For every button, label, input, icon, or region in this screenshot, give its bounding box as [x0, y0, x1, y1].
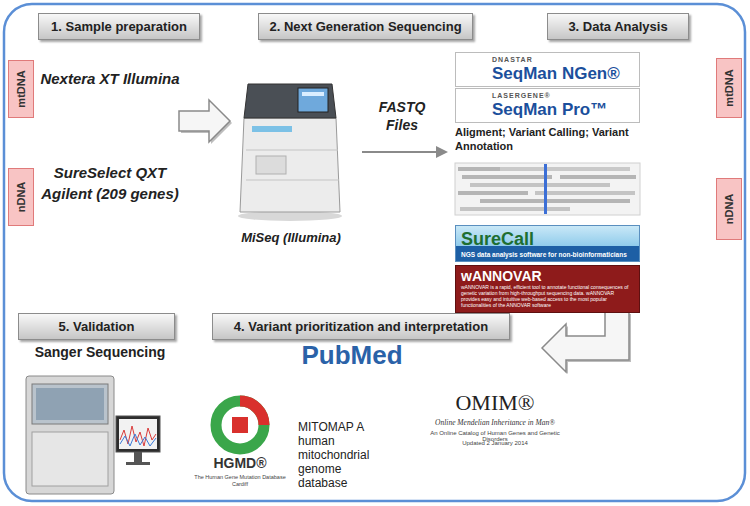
sanger-sequencer-illustration-part [32, 384, 108, 424]
sanger-sequencer-illustration-part [26, 376, 114, 494]
sequencer-illustration-part [302, 92, 324, 96]
hgmd-logo-part [216, 401, 264, 449]
sequencer-illustration-part [256, 156, 286, 174]
instrument-name: MiSeq (Illumina) [226, 230, 356, 245]
sequencer-illustration-part [246, 150, 338, 151]
box-label: 3. Data Analysis [568, 19, 667, 34]
alignment-view-part [500, 167, 630, 171]
step-header: 3. Data Analysis [547, 13, 689, 40]
database-name: MITOMAP A human mitochondrial genome dat… [298, 420, 394, 490]
alignment-view-part [460, 207, 570, 211]
block-arrow [179, 100, 232, 144]
box-body: SeqMan Pro™ [492, 100, 607, 120]
box-label: nDNA [15, 182, 27, 213]
bent-block-arrow-part [542, 312, 629, 372]
box-label: 5. Validation [59, 319, 135, 334]
sanger-sequencer-illustration [26, 376, 160, 494]
software-logo: DNASTARSeqMan NGen® [455, 52, 640, 87]
sanger-sequencer-illustration-part [126, 462, 150, 465]
sequencer-illustration-part [252, 126, 292, 132]
box-label: nDNA [723, 194, 735, 225]
database-logo-text: PubMed [290, 340, 414, 371]
box-label: mtDNA [15, 70, 27, 107]
dna-tag: nDNA [716, 178, 742, 240]
alignment-view-part [470, 183, 610, 187]
dna-tag: nDNA [8, 168, 34, 226]
sequencer-illustration-part [298, 88, 328, 112]
database-logo-text: OMIM® [420, 390, 570, 416]
box-body: NGS data analysis software for non-bioin… [461, 250, 627, 259]
method-name: Sanger Sequencing [20, 344, 180, 360]
step-header: 5. Validation [18, 313, 175, 340]
sanger-sequencer-illustration-part [120, 426, 156, 446]
alignment-view-part [544, 164, 547, 214]
step-note: Aligment; Variant Calling; Variant Annot… [455, 125, 630, 153]
block-arrow-part [179, 100, 230, 142]
file-type: FASTQ Files [370, 98, 434, 134]
box-body: wANNOVAR is a rapid, efficient tool to a… [461, 284, 634, 308]
box-label: SureCall [461, 229, 534, 250]
software-logo: LASERGENE®SeqMan Pro™ [455, 88, 640, 123]
sequencer-illustration [238, 84, 342, 221]
box-label: 4. Variant prioritization and interpreta… [234, 319, 488, 334]
alignment-view-part [462, 175, 552, 179]
sequencer-illustration-part [240, 118, 340, 212]
box-label: mtDNA [723, 69, 735, 106]
step-header: 1. Sample preparation [38, 13, 200, 40]
bent-block-arrow [542, 312, 631, 374]
step-header: 4. Variant prioritization and interpreta… [212, 313, 510, 340]
software-banner: wANNOVARwANNOVAR is a rapid, efficient t… [455, 265, 640, 313]
database-logo-text: HGMD® [192, 455, 288, 471]
box-label: 1. Sample preparation [51, 19, 187, 34]
data-arrow-part [436, 146, 448, 158]
alignment-view-part [535, 191, 635, 195]
sanger-sequencer-illustration-part [116, 416, 160, 452]
alignment-view-part [458, 191, 528, 195]
sanger-sequencer-illustration-part [32, 432, 108, 486]
kit-name: SureSelect QXT Agilent (209 genes) [38, 162, 182, 204]
step-header: 2. Next Generation Sequencing [258, 13, 473, 40]
box-body: SeqMan NGen® [492, 64, 620, 84]
alignment-view [455, 163, 640, 215]
dna-tag: mtDNA [8, 60, 34, 118]
sequencer-illustration-part [244, 84, 336, 118]
database-tagline: Updated 2 January 2014 [420, 440, 570, 446]
sanger-sequencer-illustration-part [120, 434, 156, 446]
software-banner: SureCallNGS data analysis software for n… [455, 225, 640, 262]
hgmd-logo-part [232, 417, 248, 433]
sanger-sequencer-illustration-part [119, 419, 157, 449]
kit-name: Nextera XT Illumina [40, 68, 180, 89]
alignment-view-part [560, 175, 636, 179]
data-arrow [362, 146, 448, 158]
box-label: LASERGENE® [492, 91, 551, 100]
database-tagline: The Human Gene Mutation Database Cardiff [192, 474, 288, 488]
box-label: DNASTAR [492, 55, 533, 64]
sanger-sequencer-illustration-part [36, 388, 104, 420]
dna-tag: mtDNA [716, 58, 742, 118]
box-label: 2. Next Generation Sequencing [269, 19, 461, 34]
data-arrow-part [362, 151, 438, 153]
database-tagline: Online Mendelian Inheritance in Man® [420, 418, 570, 427]
sanger-sequencer-illustration-part [134, 452, 142, 462]
sequencer-illustration-part [246, 180, 339, 181]
box-label: wANNOVAR [461, 268, 542, 284]
alignment-view-part [480, 199, 630, 203]
alignment-view-part [455, 163, 640, 215]
hgmd-logo [216, 401, 264, 449]
outer-frame [4, 4, 745, 501]
